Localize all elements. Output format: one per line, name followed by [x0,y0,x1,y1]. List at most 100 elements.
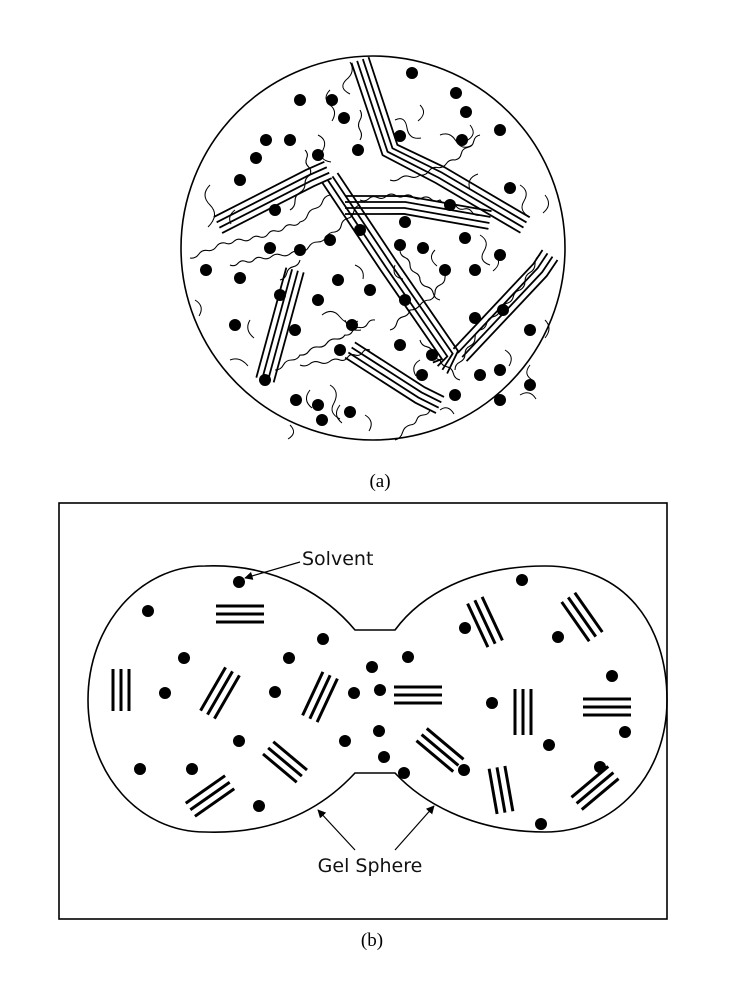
solvent-dot [378,751,390,763]
solvent-dot [416,369,428,381]
solvent-dot [312,149,324,161]
solvent-dot [290,394,302,406]
panel-a-caption: (a) [369,471,390,492]
solvent-dot [364,284,376,296]
solvent-dot [486,697,498,709]
solvent-dot [312,399,324,411]
gel-sphere-label: Gel Sphere [318,855,423,877]
solvent-dot [253,800,265,812]
gel-sphere-arrow-right [395,806,434,850]
solvent-dot [399,294,411,306]
lamella-stack [394,687,442,703]
panel-b-caption: (b) [361,930,383,951]
solvent-dot [459,622,471,634]
solvent-dot [352,144,364,156]
panel-b-crystal-rods [113,593,631,817]
panel-a: (a) [181,56,565,492]
polymer-chain [455,255,540,370]
solvent-dot [456,134,468,146]
solvent-dot [142,605,154,617]
polymer-tail [306,390,312,408]
solvent-dot [450,87,462,99]
solvent-dot [552,631,564,643]
solvent-dot [469,312,481,324]
solvent-dot [134,763,146,775]
lamella-stack [416,728,463,771]
polymer-tail [365,415,371,431]
solvent-dot [402,651,414,663]
solvent-dot [494,364,506,376]
solvent-dot [516,574,528,586]
polymer-tail [543,195,549,213]
solvent-dot [497,304,509,316]
solvent-dot [284,134,296,146]
solvent-dot [458,764,470,776]
solvent-dot [399,216,411,228]
polymer-tail [330,385,340,419]
solvent-dot [459,232,471,244]
solvent-dot [417,242,429,254]
solvent-dot [312,294,324,306]
solvent-dot [460,106,472,118]
polymer-tail [336,405,342,423]
solvent-dot [274,289,286,301]
solvent-dot [186,763,198,775]
solvent-dot [494,249,506,261]
solvent-dot [494,394,506,406]
solvent-dot [233,576,245,588]
lamella-stack [216,606,264,622]
polymer-tail [480,235,490,265]
solvent-dot [339,735,351,747]
lamella-stack [201,667,240,718]
polymer-tail [195,300,201,316]
polymer-tail [394,265,403,279]
polymer-tail [248,320,254,338]
solvent-dot [200,264,212,276]
solvent-dot [234,272,246,284]
solvent-dot [494,124,506,136]
lamella-stack [583,699,631,715]
lamella-bundle [214,162,332,233]
lamella-stack [489,766,513,814]
solvent-dot [374,684,386,696]
polymer-tail [230,359,248,366]
solvent-dot [594,761,606,773]
solvent-dot [524,379,536,391]
lamella-stack [515,689,531,735]
solvent-dot [234,174,246,186]
solvent-dot [264,242,276,254]
solvent-dot [394,239,406,251]
solvent-dot [606,670,618,682]
solvent-dot [317,633,329,645]
solvent-dot [294,244,306,256]
solvent-dot [619,726,631,738]
solvent-dot [324,234,336,246]
solvent-dot [338,112,350,124]
solvent-dot [344,406,356,418]
solvent-dot [426,349,438,361]
polymer-tail [205,185,215,227]
solvent-dot [159,687,171,699]
solvent-dot [439,264,451,276]
gel-sphere-outline [88,566,667,832]
solvent-dot [250,152,262,164]
solvent-dot [334,344,346,356]
solvent-dot [373,725,385,737]
solvent-dot [233,735,245,747]
lamella-bundle [345,196,492,229]
lamella-stack [263,742,307,783]
solvent-dot [469,264,481,276]
polymer-tail [355,265,363,279]
solvent-dot [294,94,306,106]
solvent-dot [394,130,406,142]
solvent-dot [260,134,272,146]
solvent-dot [269,204,281,216]
polymer-tail [418,105,424,121]
solvent-dot [346,319,358,331]
solvent-dot [394,339,406,351]
solvent-dot [348,687,360,699]
solvent-dot [354,224,366,236]
gel-sphere-arrow-left [318,810,355,850]
solvent-dot [398,767,410,779]
